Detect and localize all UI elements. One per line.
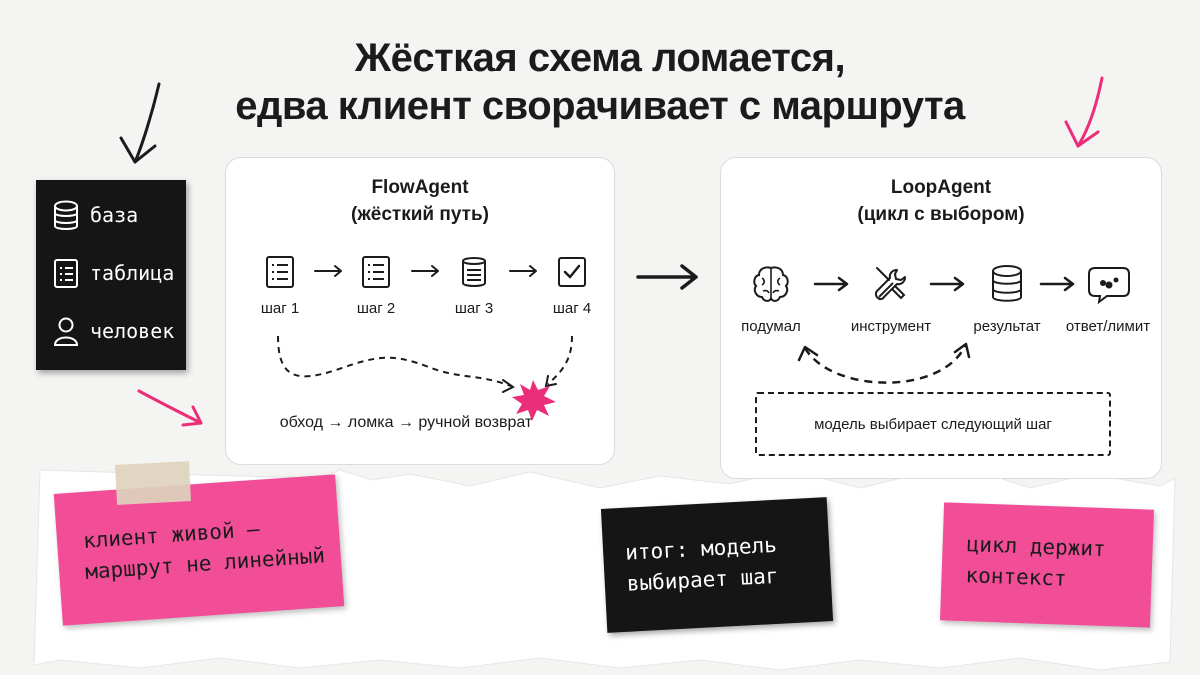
legend-label-table: таблица [90,261,175,285]
flow-arrows [277,265,573,421]
loopagent-title-block: LoopAgent (цикл с выбором) [721,174,1161,228]
sticky-note-right-line-2: контекст [965,563,1068,591]
flow-step-1-icon [266,256,294,288]
break-burst-icon [512,380,556,421]
sticky-note-middle: итог: модель выбирает шаг [600,497,834,633]
model-choice-text: модель выбирает следующий шаг [814,415,1052,433]
brain-icon [753,266,789,302]
loopagent-panel: LoopAgent (цикл с выбором) подумал инстр… [720,157,1162,479]
flow-step-4-label: шаг 4 [552,300,592,317]
flowagent-panel: FlowAgent (жёсткий путь) шаг 1 шаг 2 шаг… [225,157,615,465]
sticky-note-right-text: цикл держит контекст [965,529,1106,596]
loop-step-1-label: подумал [741,318,801,335]
flow-step-2-label: шаг 2 [356,300,396,317]
tools-icon [874,267,906,301]
legend-label-person: человек [90,319,175,343]
title-line-1: Жёсткая схема ломается, [354,36,846,80]
chat-bubble-icon [1088,267,1130,305]
loopagent-subtitle: (цикл с выбором) [857,204,1025,225]
flowagent-title: FlowAgent [371,177,469,198]
sticky-note-middle-line-2: выбирает шаг [626,563,779,596]
flow-step-4-icon [558,257,586,287]
loop-step-3-label: результат [973,318,1041,335]
database-icon [54,200,78,230]
flow-step-2-icon [362,256,390,288]
sticky-note-middle-text: итог: модель выбирает шаг [624,530,779,600]
flow-step-3-icon [462,257,486,287]
loop-arrows [797,276,1075,384]
sticky-note-left: клиент живой — маршрут не линейный [53,474,345,626]
sticky-note-left-text: клиент живой — маршрут не линейный [82,509,326,588]
pink-hand-arrow-top-icon [1064,76,1104,148]
sticky-note-right: цикл держит контекст [940,502,1154,628]
flow-step-1-label: шаг 1 [260,300,300,317]
flow-caption: обход → ломка → ручной возврат [279,414,533,431]
legend-label-database: база [90,203,139,227]
loopagent-title: LoopAgent [890,177,992,198]
result-database-icon [992,265,1022,302]
page-title: Жёсткая схема ломается, едва клиент свор… [0,34,1200,130]
legend-card: база таблица человек [36,180,186,370]
panel-transition-arrow-icon [636,264,698,290]
flowagent-title-block: FlowAgent (жёсткий путь) [226,174,614,228]
pink-hand-arrow-left-icon [137,389,203,427]
person-icon [53,317,79,346]
black-hand-arrow-icon [119,82,161,164]
loop-step-2-label: инструмент [850,318,932,335]
list-table-icon [54,259,78,288]
title-line-2: едва клиент сворачивает с маршрута [235,84,965,128]
sticky-note-right-line-1: цикл держит [966,532,1107,562]
model-choice-box: модель выбирает следующий шаг [755,392,1111,456]
flow-step-3-label: шаг 3 [454,300,494,317]
tape-strip [115,461,191,505]
loop-step-4-label: ответ/лимит [1065,318,1151,335]
flowagent-subtitle: (жёсткий путь) [351,204,489,225]
